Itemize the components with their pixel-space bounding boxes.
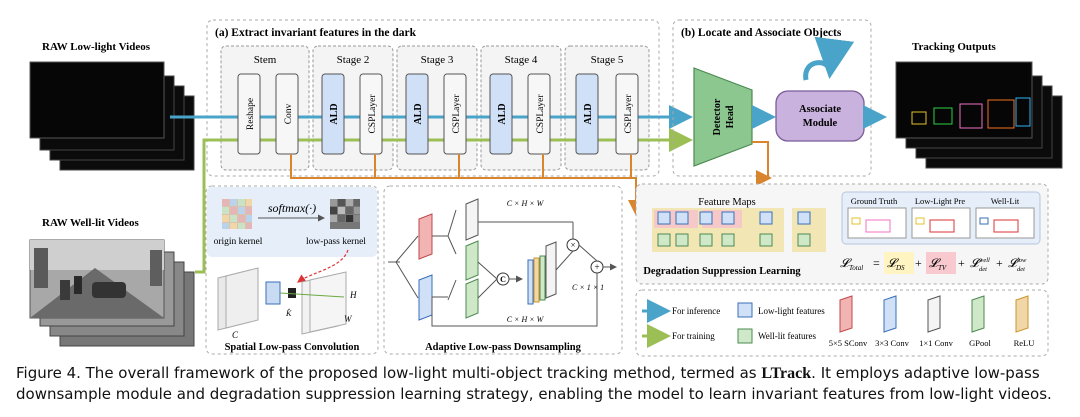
svg-text:ALD: ALD xyxy=(329,103,340,124)
svg-text:well: well xyxy=(979,257,990,264)
stage-4-label: Stage 4 xyxy=(505,54,538,66)
svg-text:+: + xyxy=(594,262,599,272)
svg-text:DS: DS xyxy=(895,264,905,272)
feature-volume-illustration xyxy=(217,267,347,335)
svg-text:Head: Head xyxy=(725,105,736,128)
spatial-lowpass-title: Spatial Low-pass Convolution xyxy=(225,342,360,353)
svg-text:5×5 SConv: 5×5 SConv xyxy=(829,338,868,348)
lowpass-kernel-grid xyxy=(330,199,360,229)
svg-text:C: C xyxy=(232,330,239,340)
feature-maps-grid xyxy=(652,208,826,252)
detector-to-degradation-line xyxy=(752,141,772,186)
svg-text:CSPLayer: CSPLayer xyxy=(452,94,462,134)
lowlight-pre-panel: Low-Light Pre xyxy=(911,196,971,239)
svg-text:ALD: ALD xyxy=(497,103,508,124)
stage-stem-label: Stem xyxy=(254,54,277,66)
svg-text:C × H × W: C × H × W xyxy=(507,315,545,324)
svg-text:Detector: Detector xyxy=(712,98,723,135)
svg-text:Reshape: Reshape xyxy=(246,98,256,130)
adaptive-lowpass-title: Adaptive Low-pass Downsampling xyxy=(425,342,582,353)
svg-text:CSPLayer: CSPLayer xyxy=(624,94,634,134)
lowlight-video-stack xyxy=(29,61,195,171)
stage-3-label: Stage 3 xyxy=(421,54,454,66)
svg-text:Low-Light Pre: Low-Light Pre xyxy=(915,196,966,206)
welllit-video-stack xyxy=(29,239,195,347)
svg-text:Module: Module xyxy=(803,118,838,129)
stage5-ald: ALD xyxy=(575,73,599,155)
stage5-csplayer: CSPLayer xyxy=(615,73,639,155)
stage-2-label: Stage 2 xyxy=(337,54,370,66)
origin-kernel-grid xyxy=(222,199,252,229)
feature-maps-label: Feature Maps xyxy=(698,197,755,208)
stage2-ald: ALD xyxy=(321,73,345,155)
stage2-csplayer: CSPLayer xyxy=(359,73,383,155)
lowpass-kernel-label: low-pass kernel xyxy=(306,237,366,247)
raw-lowlight-label: RAW Low-light Videos xyxy=(42,41,151,53)
raw-welllit-label: RAW Well-lit Videos xyxy=(42,217,139,229)
svg-text:C × H × W: C × H × W xyxy=(507,199,545,208)
svg-text:+: + xyxy=(915,256,922,270)
svg-text:H: H xyxy=(349,290,357,300)
block-reshape: Reshape xyxy=(237,73,261,155)
svg-text:Conv: Conv xyxy=(284,103,294,124)
adaptive-lowpass-diagram xyxy=(388,198,617,327)
svg-text:C: C xyxy=(500,275,506,284)
svg-text:+: + xyxy=(996,256,1003,270)
svg-text:Associate: Associate xyxy=(799,104,841,115)
svg-text:W: W xyxy=(344,314,353,324)
svg-text:For inference: For inference xyxy=(672,306,720,316)
degradation-title: Degradation Suppression Learning xyxy=(643,266,801,277)
ground-truth-panel: Ground Truth xyxy=(847,196,907,239)
stage4-csplayer: CSPLayer xyxy=(527,73,551,155)
svg-text:det: det xyxy=(1017,266,1025,273)
section-b-title: (b) Locate and Associate Objects xyxy=(681,27,842,39)
tracking-output-stack xyxy=(895,61,1063,169)
svg-text:ALD: ALD xyxy=(413,103,424,124)
well-lit-panel: Well-Lit xyxy=(975,196,1035,239)
stage3-ald: ALD xyxy=(405,73,429,155)
svg-text:Low-light features: Low-light features xyxy=(758,306,825,316)
svg-text:low: low xyxy=(1017,257,1027,264)
svg-text:Well-Lit: Well-Lit xyxy=(991,196,1020,206)
legend: For inference For training Low-light fea… xyxy=(642,295,1035,348)
softmax-label: softmax(·) xyxy=(268,201,316,215)
svg-text:det: det xyxy=(979,266,987,273)
svg-text:K̂: K̂ xyxy=(285,308,292,318)
associate-loop-icon xyxy=(803,36,855,81)
svg-text:3×3 Conv: 3×3 Conv xyxy=(875,338,910,348)
stage4-ald: ALD xyxy=(489,73,513,155)
svg-text:CSPLayer: CSPLayer xyxy=(368,94,378,134)
origin-kernel-label: origin kernel xyxy=(214,237,263,247)
svg-text:CSPLayer: CSPLayer xyxy=(536,94,546,134)
figure-caption: Figure 4. The overall framework of the p… xyxy=(16,363,1068,405)
svg-text:C × 1 × 1: C × 1 × 1 xyxy=(572,283,604,292)
svg-text:+: + xyxy=(958,256,965,270)
stage-5-label: Stage 5 xyxy=(591,54,624,66)
stage3-csplayer: CSPLayer xyxy=(443,73,467,155)
svg-text:Ground Truth: Ground Truth xyxy=(851,196,898,206)
detector-head: Detector Head xyxy=(693,67,753,167)
framework-figure: RAW Low-light Videos RAW Well-lit Videos… xyxy=(29,19,1063,357)
svg-text:Total: Total xyxy=(849,264,863,272)
loss-formula: 𝓛 Total = 𝓛 DS + 𝓛 TV + 𝓛 well det + 𝓛 l… xyxy=(840,252,1027,274)
svg-text:TV: TV xyxy=(938,264,947,272)
svg-text:For training: For training xyxy=(672,331,715,341)
svg-text:ALD: ALD xyxy=(583,103,594,124)
svg-text:1×1 Conv: 1×1 Conv xyxy=(919,338,954,348)
block-conv: Conv xyxy=(275,73,299,155)
associate-module: Associate Module xyxy=(775,90,865,142)
section-a-title: (a) Extract invariant features in the da… xyxy=(215,27,417,39)
svg-text:×: × xyxy=(570,240,575,250)
svg-text:=: = xyxy=(873,256,880,270)
tracking-outputs-label: Tracking Outputs xyxy=(912,41,997,53)
svg-text:GPool: GPool xyxy=(969,338,991,348)
caption-prefix: Figure 4. The overall framework of the p… xyxy=(16,364,762,382)
svg-text:Well-lit features: Well-lit features xyxy=(758,331,816,341)
caption-suffix: . It employs adaptive low-pass downsampl… xyxy=(16,364,1052,403)
svg-text:ReLU: ReLU xyxy=(1014,338,1035,348)
caption-method: LTrack xyxy=(761,365,812,382)
